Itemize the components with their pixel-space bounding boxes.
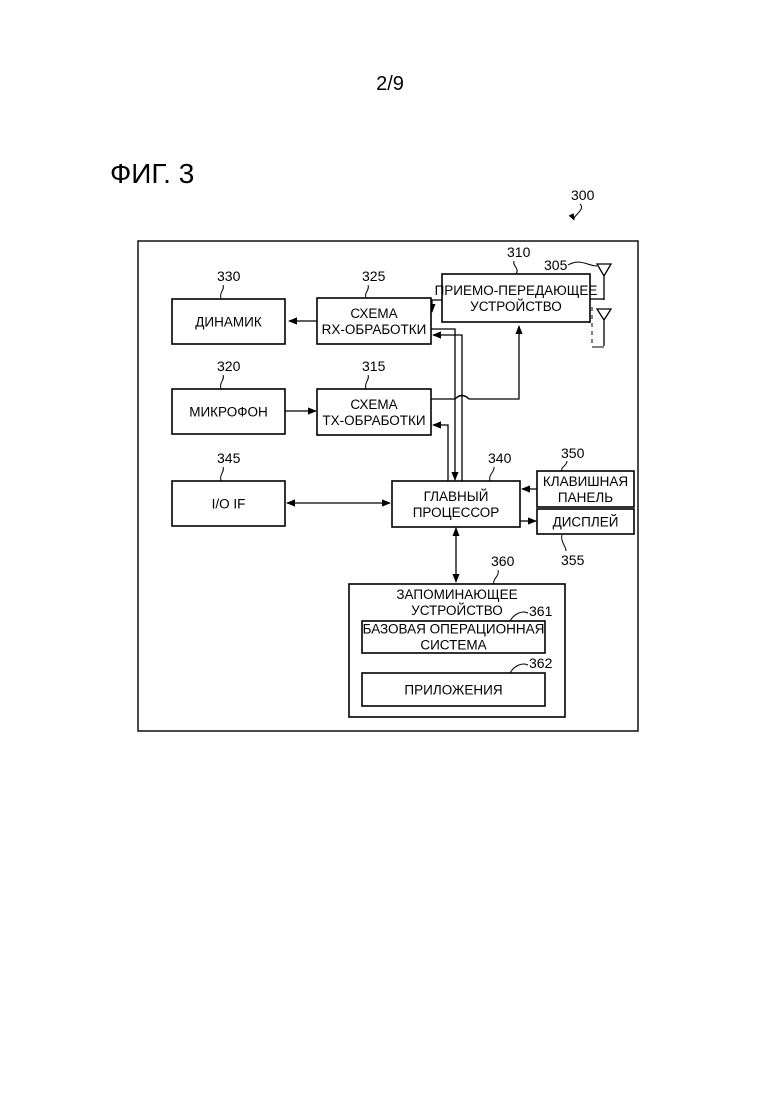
ref-speaker-leader bbox=[221, 285, 224, 299]
block-io-label-line: I/O IF bbox=[212, 496, 246, 511]
block-keypad-label-line: ПАНЕЛЬ bbox=[558, 490, 613, 505]
ref-memory: 360 bbox=[491, 553, 515, 569]
ref-tx-leader bbox=[366, 375, 369, 389]
ref-io: 345 bbox=[217, 450, 241, 466]
ref-processor: 340 bbox=[488, 450, 512, 466]
ref-microphone: 320 bbox=[217, 358, 241, 374]
block-tx-label-line: СХЕМА bbox=[350, 397, 397, 412]
block-speaker-label-line: ДИНАМИК bbox=[195, 314, 262, 329]
ref-transceiver-leader bbox=[514, 261, 517, 274]
block-keypad-label-line: КЛАВИШНАЯ bbox=[543, 474, 628, 489]
block-transceiver-label-line: УСТРОЙСТВО bbox=[470, 299, 562, 314]
ref-processor-leader bbox=[490, 467, 494, 481]
block-rx-label-line: RX-ОБРАБОТКИ bbox=[322, 322, 427, 337]
block-os-label-line: БАЗОВАЯ ОПЕРАЦИОННАЯ bbox=[363, 622, 545, 637]
ref-rx-leader bbox=[366, 285, 369, 298]
block-memory-label-line: ЗАПОМИНАЮЩЕЕ bbox=[396, 587, 517, 602]
ref-display-leader bbox=[562, 535, 566, 551]
page-number: 2/9 bbox=[376, 73, 404, 95]
figure-title: ФИГ. 3 bbox=[110, 158, 194, 189]
ref-device: 300 bbox=[571, 187, 595, 203]
block-tx-label-line: TX-ОБРАБОТКИ bbox=[322, 413, 425, 428]
ref-keypad: 350 bbox=[561, 445, 585, 461]
ref-antenna-leader bbox=[568, 262, 597, 266]
block-memory-label-line: УСТРОЙСТВО bbox=[411, 603, 503, 618]
ref-os: 361 bbox=[529, 603, 553, 619]
ref-transceiver: 310 bbox=[507, 244, 531, 260]
block-processor-label-line: ГЛАВНЫЙ bbox=[424, 489, 489, 504]
antenna-icon bbox=[592, 264, 611, 347]
block-display-label-line: ДИСПЛЕЙ bbox=[553, 514, 619, 529]
ref-display: 355 bbox=[561, 552, 585, 568]
ref-keypad-leader bbox=[562, 461, 567, 471]
block-group: ПРИЕМО-ПЕРЕДАЮЩЕЕУСТРОЙСТВО310СХЕМАRX-ОБ… bbox=[172, 244, 634, 717]
block-apps-label-line: ПРИЛОЖЕНИЯ bbox=[404, 682, 502, 697]
ref-apps: 362 bbox=[529, 655, 553, 671]
block-rx-label-line: СХЕМА bbox=[350, 306, 397, 321]
ref-memory-leader bbox=[494, 570, 499, 584]
block-os-label-line: СИСТЕМА bbox=[420, 638, 486, 653]
ref-speaker: 330 bbox=[217, 268, 241, 284]
ref-microphone-leader bbox=[221, 375, 224, 389]
block-microphone-label-line: МИКРОФОН bbox=[189, 404, 268, 419]
block-processor-label-line: ПРОЦЕССОР bbox=[413, 505, 500, 520]
block-transceiver-label-line: ПРИЕМО-ПЕРЕДАЮЩЕЕ bbox=[435, 283, 598, 298]
ref-io-leader bbox=[221, 467, 224, 481]
ref-device-leader bbox=[574, 204, 582, 220]
ref-rx: 325 bbox=[362, 268, 386, 284]
ref-antenna: 305 bbox=[544, 257, 568, 273]
ref-tx: 315 bbox=[362, 358, 386, 374]
